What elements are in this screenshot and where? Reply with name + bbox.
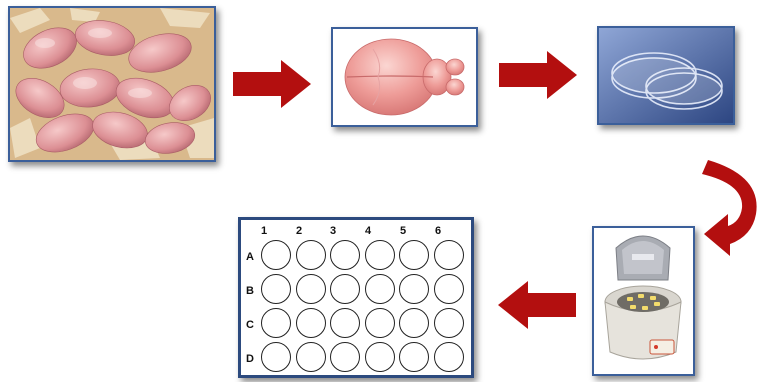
- well-D2: [296, 342, 326, 372]
- arrow-right-icon: [499, 51, 579, 99]
- well-B1: [261, 274, 291, 304]
- well-B3: [330, 274, 360, 304]
- well-A6: [434, 240, 464, 270]
- row-label: D: [246, 353, 254, 365]
- well-B5: [399, 274, 429, 304]
- well-C2: [296, 308, 326, 338]
- well-C6: [434, 308, 464, 338]
- well-D4: [365, 342, 395, 372]
- centrifuge-illustration: [594, 228, 693, 374]
- well-D5: [399, 342, 429, 372]
- petri-dish-photo: [597, 26, 735, 125]
- petri-dish-illustration: [599, 28, 733, 123]
- column-label: 1: [261, 225, 267, 237]
- well-C5: [399, 308, 429, 338]
- arrow-left-icon: [496, 281, 576, 329]
- curved-arrow-icon: [700, 152, 772, 262]
- well-A4: [365, 240, 395, 270]
- column-label: 5: [400, 225, 406, 237]
- well-A1: [261, 240, 291, 270]
- row-label: B: [246, 285, 254, 297]
- well-A3: [330, 240, 360, 270]
- column-label: 2: [296, 225, 302, 237]
- well-D6: [434, 342, 464, 372]
- well-D3: [330, 342, 360, 372]
- well-C1: [261, 308, 291, 338]
- brain-photo: [331, 27, 478, 127]
- pups-photo: [8, 6, 216, 162]
- brain-illustration: [333, 29, 476, 125]
- pups-illustration: [10, 8, 214, 160]
- arrow-right-icon: [233, 60, 313, 108]
- row-label: C: [246, 319, 254, 331]
- well-D1: [261, 342, 291, 372]
- well-B6: [434, 274, 464, 304]
- well-C4: [365, 308, 395, 338]
- well-A5: [399, 240, 429, 270]
- well-A2: [296, 240, 326, 270]
- column-label: 3: [330, 225, 336, 237]
- well-B2: [296, 274, 326, 304]
- column-label: 4: [365, 225, 371, 237]
- well-B4: [365, 274, 395, 304]
- well-C3: [330, 308, 360, 338]
- column-label: 6: [435, 225, 441, 237]
- well-plate: 1 2 3 4 5 6 A B C D: [238, 217, 474, 378]
- centrifuge-photo: [592, 226, 695, 376]
- row-label: A: [246, 251, 254, 263]
